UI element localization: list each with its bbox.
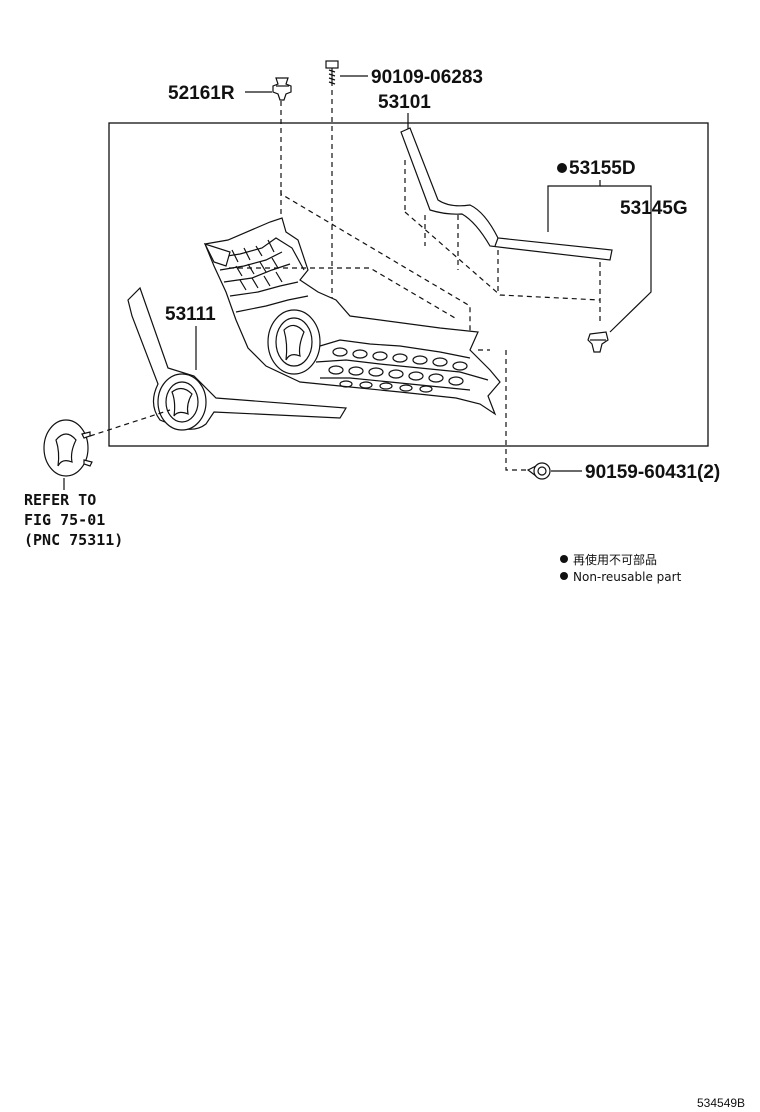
clip-53145g-icon[interactable] [587,331,609,353]
label-53155d: 53155D [569,158,636,179]
label-53101: 53101 [378,92,431,113]
grille-molding-53111-icon[interactable] [127,286,348,431]
label-90109-06283: 90109-06283 [371,67,483,88]
label-90159-60431: 90159-60431(2) [585,462,720,483]
refer-line-2: FIG 75-01 [24,511,105,529]
legend-dot-en-icon [560,572,568,580]
screw-90159-icon[interactable] [526,462,551,480]
illustration-code: 534549B [697,1096,745,1110]
legend-jp: 再使用不可部品 [573,552,657,567]
clip-52161r-icon[interactable] [272,77,292,101]
legend-en: Non-reusable part [573,570,682,584]
label-53145g: 53145G [620,198,688,219]
legend-dot-jp-icon [560,555,568,563]
label-52161r: 52161R [168,83,235,104]
refer-line-1: REFER TO [24,491,96,509]
refer-line-3: (PNC 75311) [24,531,123,549]
emblem-icon[interactable] [43,419,93,477]
molding-53155d-icon[interactable] [400,127,613,261]
bolt-90109-icon[interactable] [325,60,339,86]
label-53111: 53111 [165,304,216,325]
radiator-grille-53101-icon[interactable] [203,217,501,416]
non-reusable-marker-icon [557,163,567,173]
